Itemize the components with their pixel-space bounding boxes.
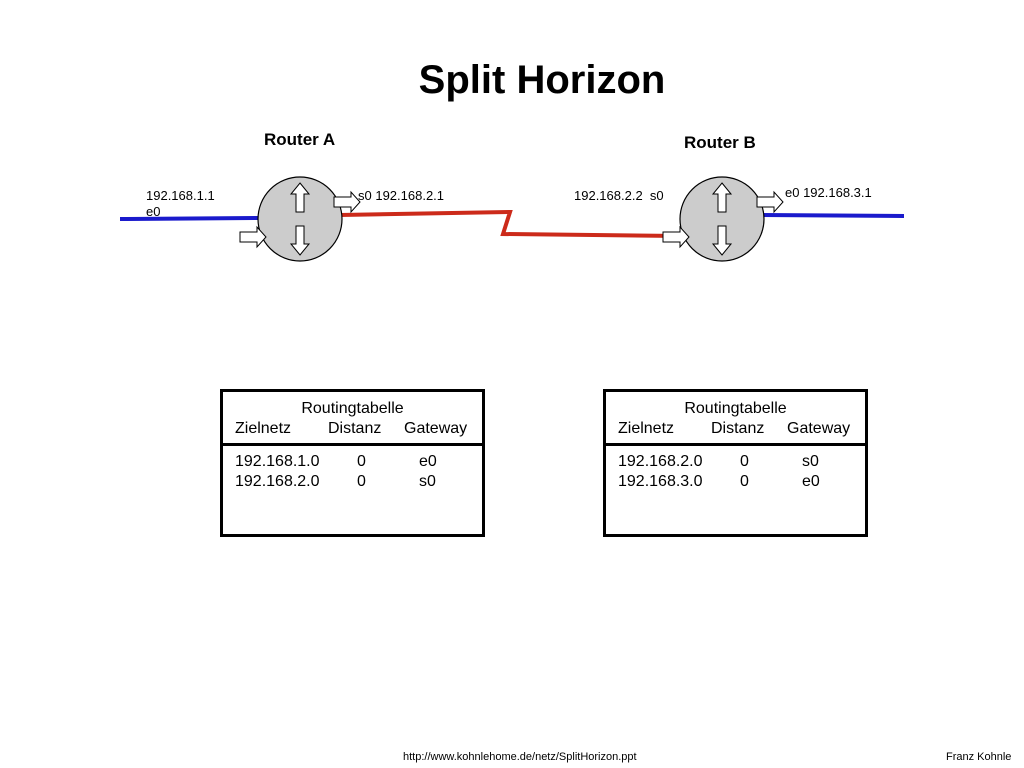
table-cell: 0 — [740, 453, 749, 470]
up-arrow-icon — [711, 182, 733, 213]
routing-table-title: Routingtabelle — [684, 400, 787, 417]
column-header-gateway: Gateway — [404, 420, 468, 437]
table-cell: 0 — [357, 473, 366, 490]
column-header-zielnetz: Zielnetz — [618, 420, 675, 437]
table-divider — [223, 443, 482, 446]
router-b-label: Router B — [684, 133, 756, 152]
table-cell: 192.168.3.0 — [618, 473, 703, 490]
router-a-e0-ip: 192.168.1.1 — [146, 188, 215, 203]
right-arrow-icon — [756, 190, 784, 214]
column-header-zielnetz: Zielnetz — [235, 420, 292, 437]
table-cell: 192.168.2.0 — [618, 453, 703, 470]
up-arrow-icon — [289, 182, 311, 213]
table-cell: 0 — [357, 453, 366, 470]
router-b-s0-label: 192.168.2.2 s0 — [574, 188, 664, 203]
table-cell: 192.168.1.0 — [235, 453, 320, 470]
routing-table-b: Routingtabelle Zielnetz Distanz Gateway … — [603, 389, 868, 537]
routing-table-a: Routingtabelle Zielnetz Distanz Gateway … — [220, 389, 485, 537]
router-b-body — [679, 176, 765, 262]
ethernet-link-b — [761, 213, 905, 218]
footer-url[interactable]: http://www.kohnlehome.de/netz/SplitHoriz… — [403, 751, 637, 763]
table-cell: e0 — [802, 473, 820, 490]
router-a-e0-label: e0 — [146, 204, 161, 219]
router-a-label: Router A — [264, 130, 336, 149]
table-cell: e0 — [419, 453, 437, 470]
column-header-gateway: Gateway — [787, 420, 851, 437]
table-cell: 0 — [740, 473, 749, 490]
column-header-distanz: Distanz — [711, 420, 765, 437]
down-arrow-icon — [289, 225, 311, 256]
table-cell: s0 — [419, 473, 436, 490]
router-a-s0-label: s0 192.168.2.1 — [358, 188, 445, 203]
router-a-body — [257, 176, 343, 262]
right-arrow-icon — [239, 225, 267, 249]
routing-table-title: Routingtabelle — [301, 400, 404, 417]
serial-link — [339, 209, 681, 238]
footer-author: Franz Kohnle — [946, 751, 1012, 763]
down-arrow-icon — [711, 225, 733, 256]
ethernet-link-a — [119, 216, 263, 221]
right-arrow-icon — [662, 225, 690, 249]
router-a[interactable] — [239, 176, 361, 262]
right-arrow-icon — [333, 190, 361, 214]
table-divider — [606, 443, 865, 446]
table-cell: 192.168.2.0 — [235, 473, 320, 490]
page-title: Split Horizon — [418, 58, 666, 102]
table-cell: s0 — [802, 453, 819, 470]
router-b[interactable] — [662, 176, 784, 262]
router-b-e0-label: e0 192.168.3.1 — [785, 185, 872, 200]
column-header-distanz: Distanz — [328, 420, 382, 437]
